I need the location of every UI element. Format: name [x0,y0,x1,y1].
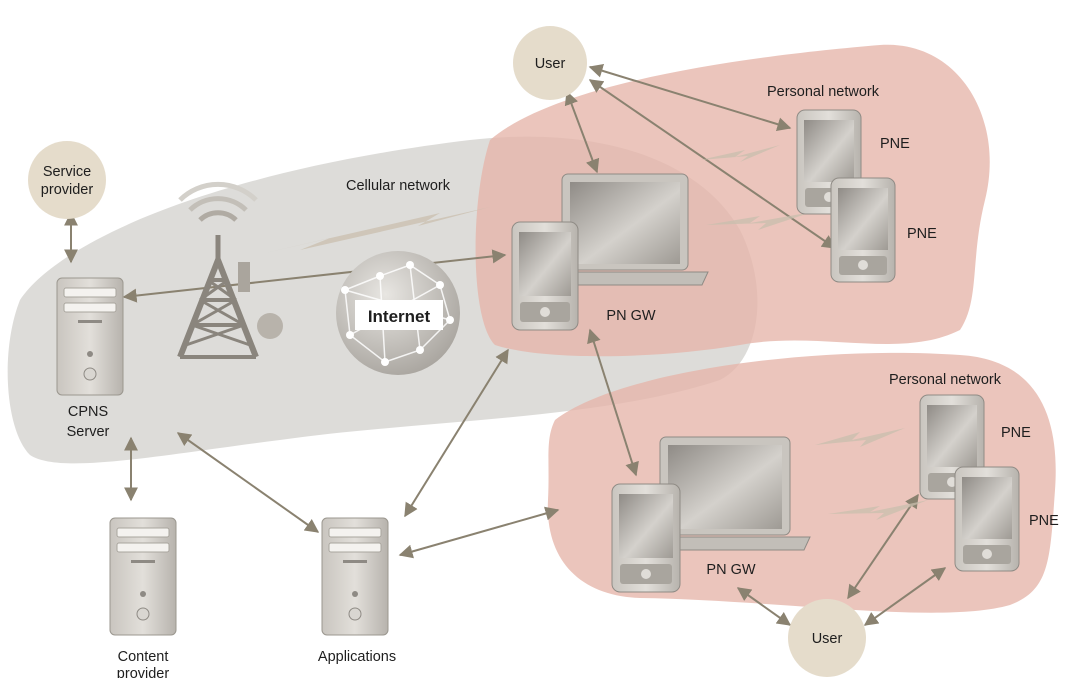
pne-1-label: PNE [880,136,910,152]
arrow-user-bottom-pne-3 [847,493,919,600]
content-provider-server-icon [109,517,177,636]
cell-tower-icon [177,181,283,359]
applications-label: Applications [318,649,396,665]
arrow-user-pne-2 [588,79,837,249]
cpns-server-label-line2: Server [67,424,110,440]
laptop-bottom-icon [637,436,811,551]
service-provider-node [28,141,106,219]
arrow-pngw-top-pngw-bottom [587,328,639,477]
user-bottom-node [788,599,866,677]
pne-3-label: PNE [1001,425,1031,441]
laptop-top-icon [539,173,709,286]
arrow-user-bottom-pngw [736,587,792,626]
cellular-wireless-link [265,207,490,253]
personal-network-top-label: Personal network [767,84,880,100]
wireless-link-pne-3 [815,428,905,447]
pngw-bottom-label: PN GW [706,562,755,578]
cellular-network-label: Cellular network [346,178,451,194]
personal-network-bottom-label: Personal network [889,372,1002,388]
applications-server-icon [321,517,389,636]
cpns-server-icon [56,277,124,396]
connection-arrows [64,63,947,626]
arrow-user-bottom-pne-4 [863,567,947,626]
arrow-applications-pngw-top [404,348,509,518]
pda-pngw-bottom-icon [611,483,681,593]
cpns-server-label-line1: CPNS [68,404,108,420]
content-provider-label-line2: provider [117,666,170,678]
pda-pne-4-icon [954,466,1020,572]
arrow-cpns-pngw-top [122,249,507,303]
pne-2-label: PNE [907,226,937,242]
user-bottom-label: User [812,631,843,647]
pda-pngw-top-icon [511,221,579,331]
service-provider-label-line2: provider [41,182,94,198]
internet-globe-icon [336,251,460,375]
user-top-label: User [535,56,566,72]
pne-4-label: PNE [1029,513,1059,529]
pda-pne-2-icon [830,177,896,283]
arrow-cpns-applications [176,432,320,533]
content-provider-label-line1: Content [118,649,169,665]
service-provider-label-line1: Service [43,164,91,180]
wireless-link-pne-1 [700,145,780,162]
internet-label: Internet [368,307,431,326]
user-top-node [513,26,587,100]
pngw-top-label: PN GW [606,308,655,324]
wireless-links [265,145,928,520]
arrow-applications-pn-bottom [398,506,560,559]
